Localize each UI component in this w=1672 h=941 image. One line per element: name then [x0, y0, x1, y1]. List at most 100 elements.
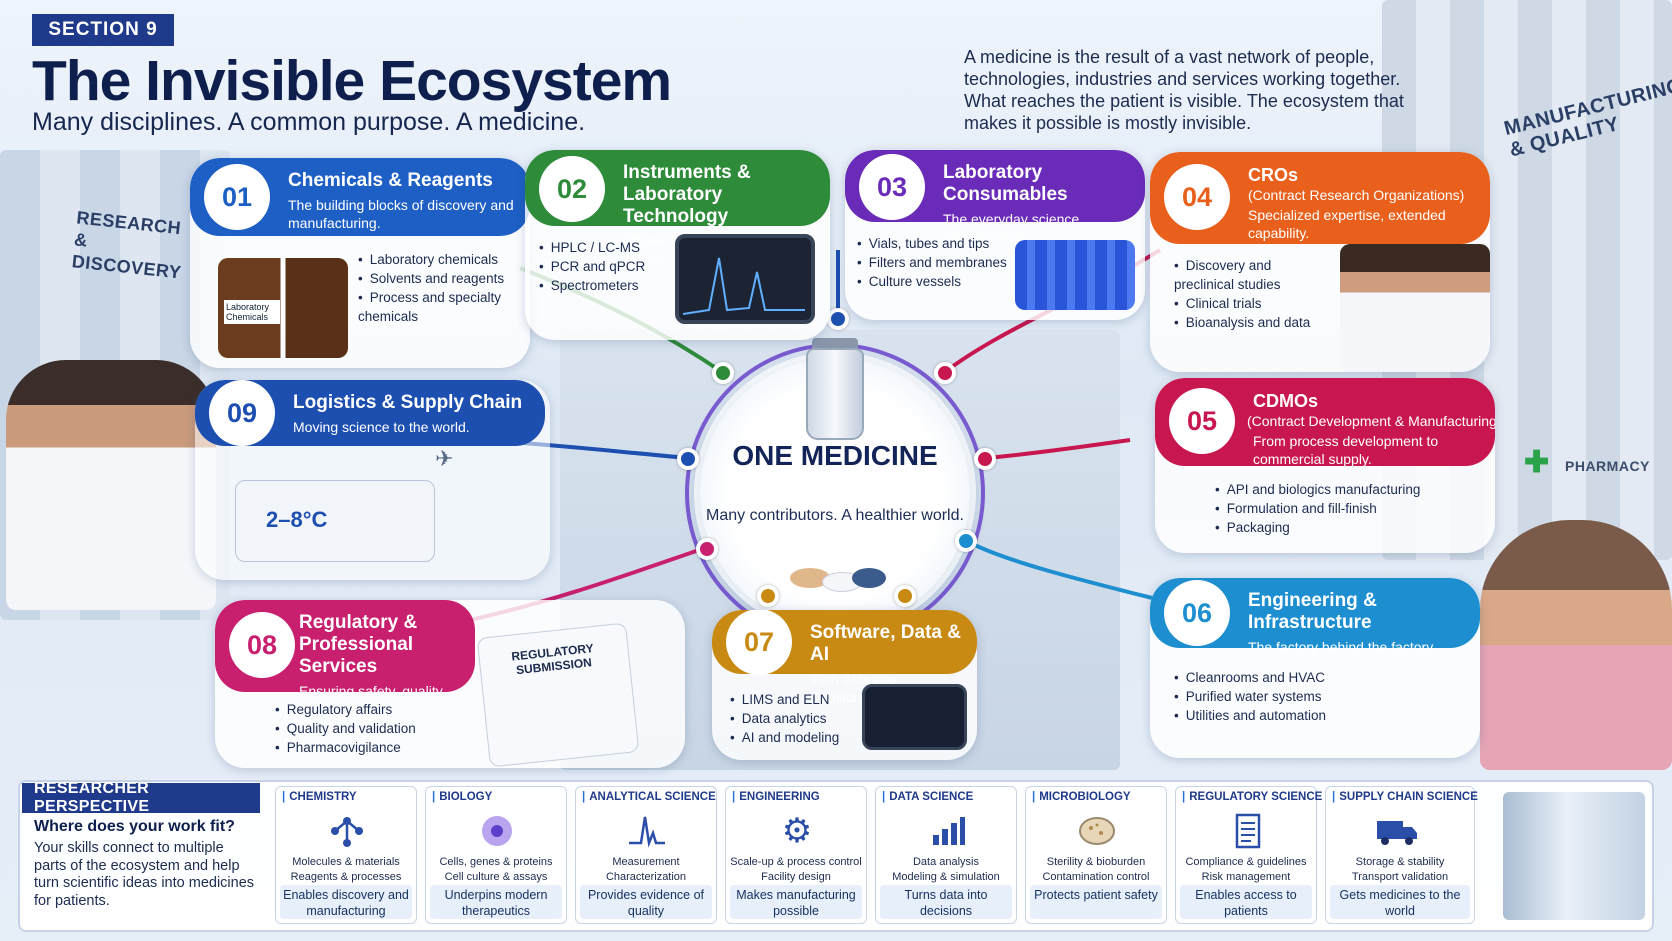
- discipline-footer: Enables discovery and manufacturing: [280, 885, 412, 919]
- discipline-analytical-science[interactable]: ANALYTICAL SCIENCE MeasurementCharacteri…: [575, 786, 717, 924]
- card-list: Regulatory affairs Quality and validatio…: [275, 700, 455, 757]
- card-chemicals-reagents[interactable]: 01 Chemicals & Reagents The building blo…: [190, 158, 530, 368]
- list-item: Facility design: [761, 871, 831, 883]
- pill-icon: [852, 568, 886, 588]
- section-tag: SECTION 9: [32, 14, 174, 46]
- pharmacy-cross-icon: ✚: [1524, 446, 1550, 479]
- molecule-icon: [324, 811, 370, 851]
- bar-chart-icon: [924, 811, 970, 851]
- card-number: 07: [726, 610, 792, 675]
- list-item: API and biologics manufacturing: [1215, 480, 1475, 499]
- card-subtitle: From process development to commercial s…: [1253, 433, 1439, 467]
- card-number: 04: [1164, 164, 1230, 230]
- list-item: Characterization: [605, 871, 687, 883]
- card-list: LIMS and ELN Data analytics AI and model…: [730, 690, 860, 747]
- list-item: Reagents & processes: [290, 871, 402, 883]
- card-header: 03 Laboratory Consumables The everyday s…: [845, 150, 1145, 245]
- discipline-chemistry[interactable]: CHEMISTRY Molecules & materialsReagents …: [275, 786, 417, 924]
- card-number: 08: [229, 612, 295, 678]
- card-regulatory-services[interactable]: 08 Regulatory & Professional Services En…: [215, 600, 685, 768]
- card-title: Logistics & Supply Chain: [293, 392, 523, 413]
- card-list: Cleanrooms and HVAC Purified water syste…: [1174, 668, 1384, 725]
- list-item: Risk management: [1201, 871, 1291, 883]
- discipline-regulatory-science[interactable]: REGULATORY SCIENCE Compliance & guidelin…: [1175, 786, 1322, 924]
- card-cdmos[interactable]: 05 CDMOs (Contract Development & Manufac…: [1155, 378, 1495, 553]
- list-item: Modeling & simulation: [892, 871, 1000, 883]
- pharmacy-sign: PHARMACY: [1565, 458, 1650, 474]
- list-item: Laboratory chemicals: [358, 250, 528, 269]
- list-item: Storage & stability: [1355, 856, 1445, 868]
- card-number: 09: [209, 380, 275, 446]
- list-item: Measurement: [612, 856, 680, 868]
- card-title: CDMOs: [1253, 391, 1319, 411]
- card-cros[interactable]: 04 CROs (Contract Research Organizations…: [1150, 152, 1490, 372]
- card-subtitle: Specialized expertise, extended capabili…: [1248, 207, 1446, 241]
- connector-node: [934, 362, 956, 384]
- list-item: Scale-up & process control: [730, 856, 862, 868]
- discipline-footer: Gets medicines to the world: [1330, 885, 1470, 919]
- refrigerated-truck-image: 2–8°C: [235, 480, 435, 562]
- list-item: Spectrometers: [539, 276, 669, 295]
- card-header: 07 Software, Data & AI Turn data into de…: [712, 610, 977, 705]
- card-number: 06: [1164, 580, 1230, 646]
- discipline-title: ENGINEERING: [732, 791, 820, 803]
- discipline-footer: Provides evidence of quality: [580, 885, 712, 919]
- list-item: Vials, tubes and tips: [857, 234, 1017, 253]
- card-header: 02 Instruments & Laboratory Technology M…: [525, 150, 830, 265]
- discipline-engineering[interactable]: ENGINEERING ⚙ Scale-up & process control…: [725, 786, 867, 924]
- list-item: AI and modeling: [730, 728, 860, 747]
- patient-figure: [1480, 520, 1672, 770]
- list-item: Contamination control: [1042, 871, 1150, 883]
- list-item: Compliance & guidelines: [1185, 856, 1307, 868]
- discipline-title: REGULATORY SCIENCE: [1182, 791, 1322, 803]
- pill-icon: [790, 568, 830, 588]
- discipline-title: DATA SCIENCE: [882, 791, 973, 803]
- card-list: Laboratory chemicals Solvents and reagen…: [358, 250, 528, 326]
- list-item: PCR and qPCR: [539, 257, 669, 276]
- airplane-icon: ✈: [435, 446, 454, 471]
- hub-title: ONE MEDICINE: [732, 440, 938, 471]
- card-subtitle: The building blocks of discovery and man…: [288, 197, 514, 231]
- gear-icon: ⚙: [781, 812, 813, 850]
- connector-node: [757, 585, 779, 607]
- card-number: 01: [204, 164, 270, 230]
- card-list: Vials, tubes and tips Filters and membra…: [857, 234, 1017, 291]
- list-item: Sterility & bioburden: [1046, 856, 1146, 868]
- page-subtitle: Many disciplines. A common purpose. A me…: [32, 108, 586, 136]
- list-item: Formulation and fill-finish: [1215, 499, 1475, 518]
- card-title: Chemicals & Reagents: [288, 170, 493, 191]
- card-instruments[interactable]: 02 Instruments & Laboratory Technology M…: [525, 150, 830, 340]
- card-engineering[interactable]: 06 Engineering & Infrastructure The fact…: [1150, 578, 1480, 758]
- card-subtitle-abbrev: (Contract Development & Manufacturing): [1247, 413, 1495, 429]
- instrument-monitor-image: [675, 234, 815, 324]
- list-item: Cells, genes & proteins: [439, 856, 553, 868]
- card-title: Engineering & Infrastructure: [1248, 590, 1377, 633]
- card-subtitle: Moving science to the world.: [293, 419, 470, 435]
- card-logistics[interactable]: 09 Logistics & Supply Chain Moving scien…: [195, 380, 550, 580]
- discipline-title: SUPPLY CHAIN SCIENCE: [1332, 791, 1478, 803]
- truck-icon: [1374, 811, 1420, 851]
- list-item: Data analysis: [912, 856, 980, 868]
- list-item: Pharmacovigilance: [275, 738, 455, 757]
- discipline-footer: Enables access to patients: [1180, 885, 1312, 919]
- discipline-microbiology[interactable]: MICROBIOLOGY Sterility & bioburdenContam…: [1025, 786, 1167, 924]
- card-subtitle: The factory behind the factory.: [1248, 639, 1437, 655]
- hub-tagline: Many contributors. A healthier world.: [706, 507, 964, 524]
- card-software-data-ai[interactable]: 07 Software, Data & AI Turn data into de…: [712, 610, 977, 760]
- card-title: CROs: [1248, 165, 1299, 185]
- list-item: Transport validation: [1351, 871, 1449, 883]
- card-subtitle-abbrev: (Contract Research Organizations): [1248, 187, 1465, 203]
- card-lab-consumables[interactable]: 03 Laboratory Consumables The everyday s…: [845, 150, 1145, 320]
- document-title: REGULATORY SUBMISSION: [510, 641, 595, 678]
- discipline-supply-chain-science[interactable]: SUPPLY CHAIN SCIENCE Storage & stability…: [1325, 786, 1478, 924]
- document-icon: [1224, 811, 1270, 851]
- discipline-title: ANALYTICAL SCIENCE: [582, 791, 716, 803]
